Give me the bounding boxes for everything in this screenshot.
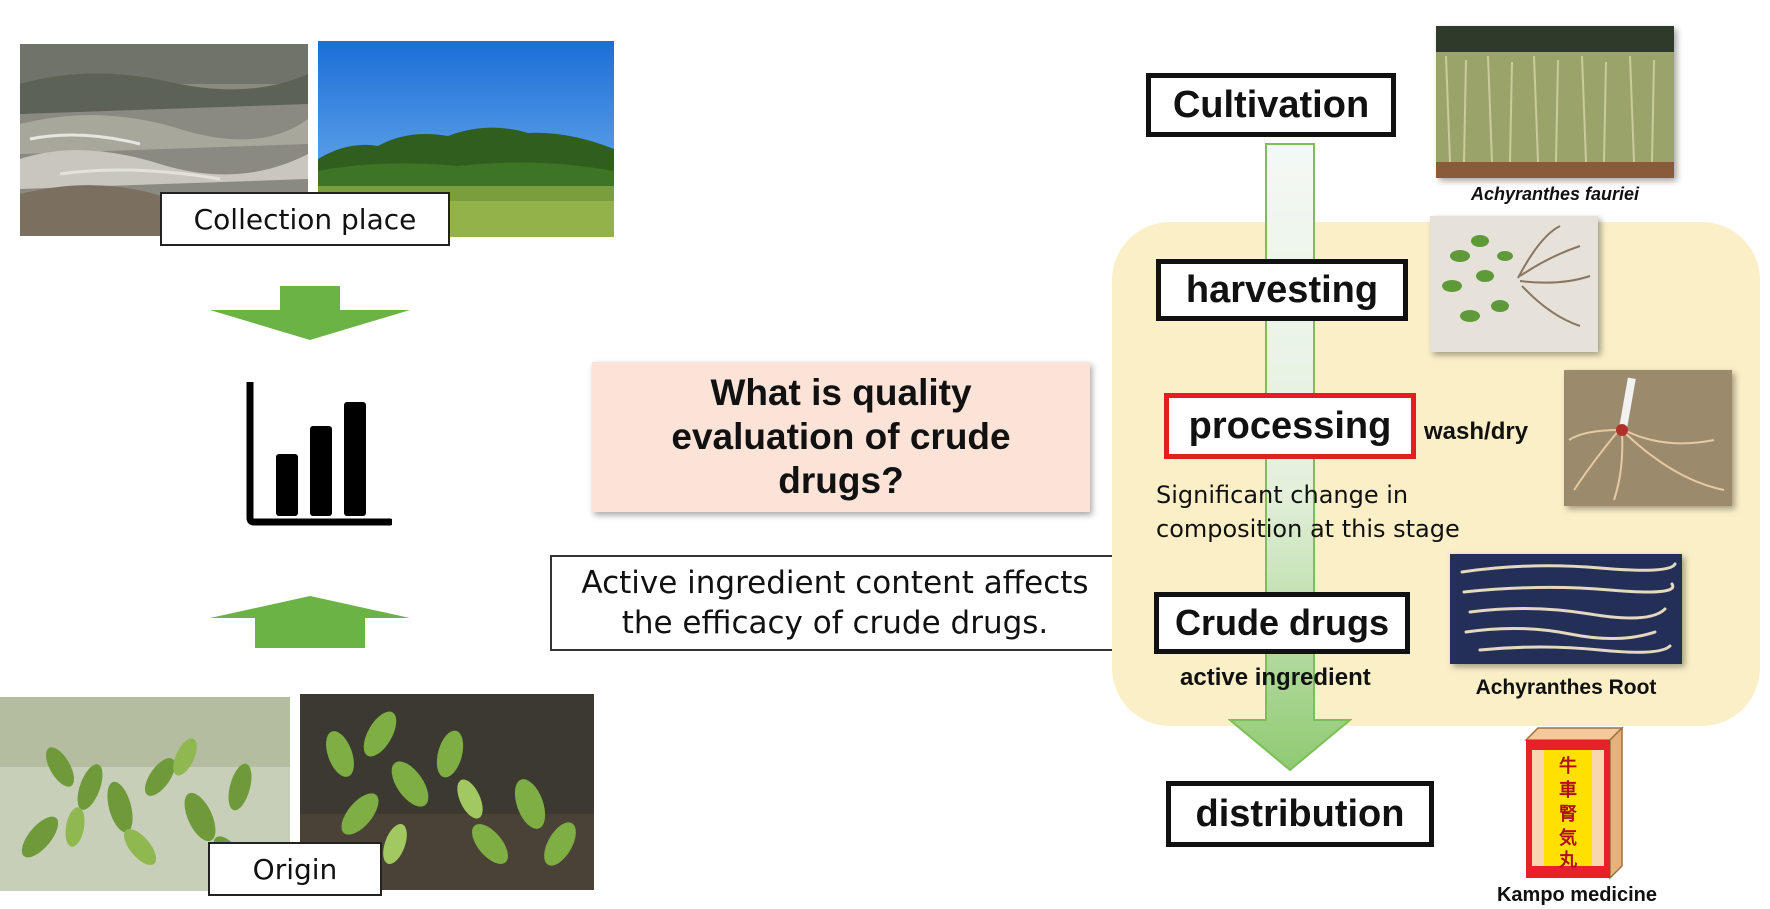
statement-box: Active ingredient content affects the ef… (550, 555, 1120, 651)
kampo-caption: Kampo medicine (1496, 884, 1658, 906)
plant-leaves-photo-2 (300, 694, 594, 890)
bar-chart-icon (246, 382, 392, 526)
stage-crude-drugs: Crude drugs (1154, 592, 1410, 654)
origin-label: Origin (208, 842, 382, 896)
kampo-char: 腎 (1559, 804, 1577, 825)
harvested-plant-photo (1430, 216, 1598, 352)
processing-note: wash/dry (1424, 418, 1529, 445)
root-caption: Achyranthes Root (1475, 676, 1657, 699)
stage-cultivation: Cultivation (1146, 73, 1396, 137)
plant-caption: Achyranthes fauriei (1470, 184, 1640, 204)
down-arrow-icon (210, 286, 410, 340)
stage-harvesting: harvesting (1156, 259, 1408, 321)
stage-distribution: distribution (1166, 781, 1434, 847)
kampo-char: 丸 (1558, 850, 1578, 871)
kampo-char: 車 (1559, 779, 1577, 801)
root-processing-photo (1564, 370, 1732, 506)
statement-text: Active ingredient content affects the ef… (581, 565, 1089, 641)
active-ingredient-label: active ingredient (1180, 664, 1371, 691)
question-box: What is quality evaluation of crude drug… (592, 362, 1090, 512)
composition-change-note: Significant change in composition at thi… (1156, 481, 1460, 543)
collection-place-label: Collection place (160, 192, 450, 246)
cultivation-field-photo (1436, 26, 1674, 178)
stage-processing: processing (1164, 393, 1416, 459)
up-arrow-icon (210, 596, 410, 648)
plant-leaves-photo-1 (0, 697, 290, 891)
kampo-medicine-box-icon: 牛 車 腎 気 丸 (1524, 726, 1624, 880)
question-text: What is quality evaluation of crude drug… (671, 372, 1011, 501)
kampo-char: 牛 (1559, 755, 1577, 777)
kampo-char: 気 (1559, 827, 1577, 849)
crude-drug-roots-photo (1450, 554, 1682, 664)
